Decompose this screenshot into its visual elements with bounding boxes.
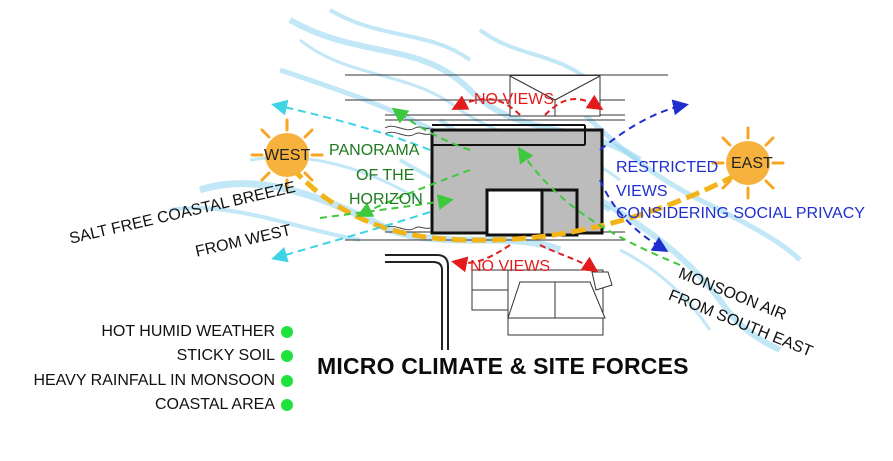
legend-dot-icon [281,375,293,387]
sun-west-icon [250,118,324,192]
salt-breeze-arrow-1 [271,99,431,151]
legend-dot-icon [281,350,293,362]
diagram-title: MICRO CLIMATE & SITE FORCES [317,353,689,379]
legend-dot-icon [281,326,293,338]
legend-item-rainfall: HEAVY RAINFALL IN MONSOON [33,372,275,389]
sun-east-icon [711,126,785,200]
restricted-label-line-1: RESTRICTED [616,159,719,176]
no-views-bottom-label: NO VIEWS [470,258,551,275]
legend-item-sticky-soil: STICKY SOIL [176,347,275,364]
salt-breeze-arrow-3 [319,194,454,219]
no-views-bottom-arrow-right [539,244,599,273]
sun-east-label: EAST [731,155,773,172]
restricted-arrow-top [599,99,689,151]
restricted-arrow-bottom [599,179,669,253]
panorama-label-line-2: OF THE [356,167,415,184]
neighbour-buildings-bottom [471,269,613,336]
panorama-arrow-2 [356,169,471,217]
panorama-label-line-1: PANORAMA [329,142,420,159]
legend-item-coastal: COASTAL AREA [154,396,275,413]
main-house [430,124,604,237]
legend-item-hot-humid: HOT HUMID WEATHER [101,323,275,340]
no-views-top-label: NO VIEWS [474,91,555,108]
no-views-bottom-arrow-left [451,244,511,273]
no-views-top-arrow-left [451,95,521,116]
restricted-label-line-3: CONSIDERING SOCIAL PRIVACY [616,205,865,222]
salt-breeze-arrow-2 [271,211,431,263]
restricted-label-line-2: VIEWS [616,183,668,200]
sun-west-label: WEST [264,147,311,164]
neighbour-building-top [509,75,601,117]
legend-dot-icon [281,399,293,411]
sun-path [290,166,744,243]
no-views-top-arrow-right [544,94,604,116]
panorama-label-line-3: HORIZON [349,191,423,208]
monsoon-arrow [517,146,681,266]
panorama-arrow-1 [391,107,471,151]
boundary-squiggle [384,125,431,231]
road-curve [385,254,449,350]
